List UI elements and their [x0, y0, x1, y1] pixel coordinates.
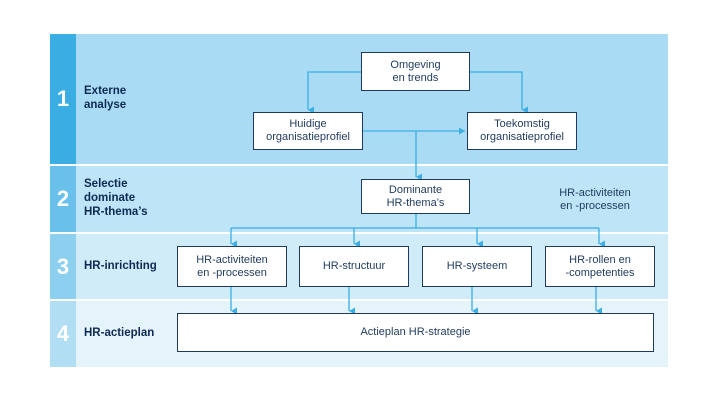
band-number: 3: [50, 234, 76, 299]
band-label: HR-inrichting: [84, 260, 157, 272]
box-omgeving-en-trends: Omgeving en trends: [361, 52, 470, 91]
box-actieplan-hr-strategie: Actieplan HR-strategie: [177, 313, 654, 352]
band-label: Selectie dominate HR-thema’s: [84, 178, 148, 218]
box-dominante-hr-themas: Dominante HR-thema’s: [361, 179, 470, 214]
arrow-omgeving-huidige: [307, 71, 361, 114]
box-hr-activiteiten: HR-activiteiten en -processen: [177, 246, 287, 287]
band-number: 4: [50, 301, 76, 367]
band-label: Externe analyse: [84, 85, 127, 111]
arrow-omgeving-toekomstig: [470, 71, 528, 114]
box-hr-rollen-competenties: HR-rollen en -competenties: [545, 246, 655, 287]
band-2-selectie: 2 Selectie dominate HR-thema’s: [50, 166, 668, 232]
side-note-hr-activiteiten: HR-activiteiten en -processen: [559, 187, 631, 212]
band-label: HR-actieplan: [84, 327, 155, 339]
band-number: 2: [50, 166, 76, 232]
band-number: 1: [50, 34, 76, 164]
distribution-line: [231, 214, 599, 229]
box-hr-systeem: HR-systeem: [422, 246, 532, 287]
box-toekomstig-organisatieprofiel: Toekomstig organisatieprofiel: [467, 112, 577, 150]
box-hr-structuur: HR-structuur: [299, 246, 409, 287]
box-huidige-organisatieprofiel: Huidige organisatieprofiel: [253, 112, 363, 150]
